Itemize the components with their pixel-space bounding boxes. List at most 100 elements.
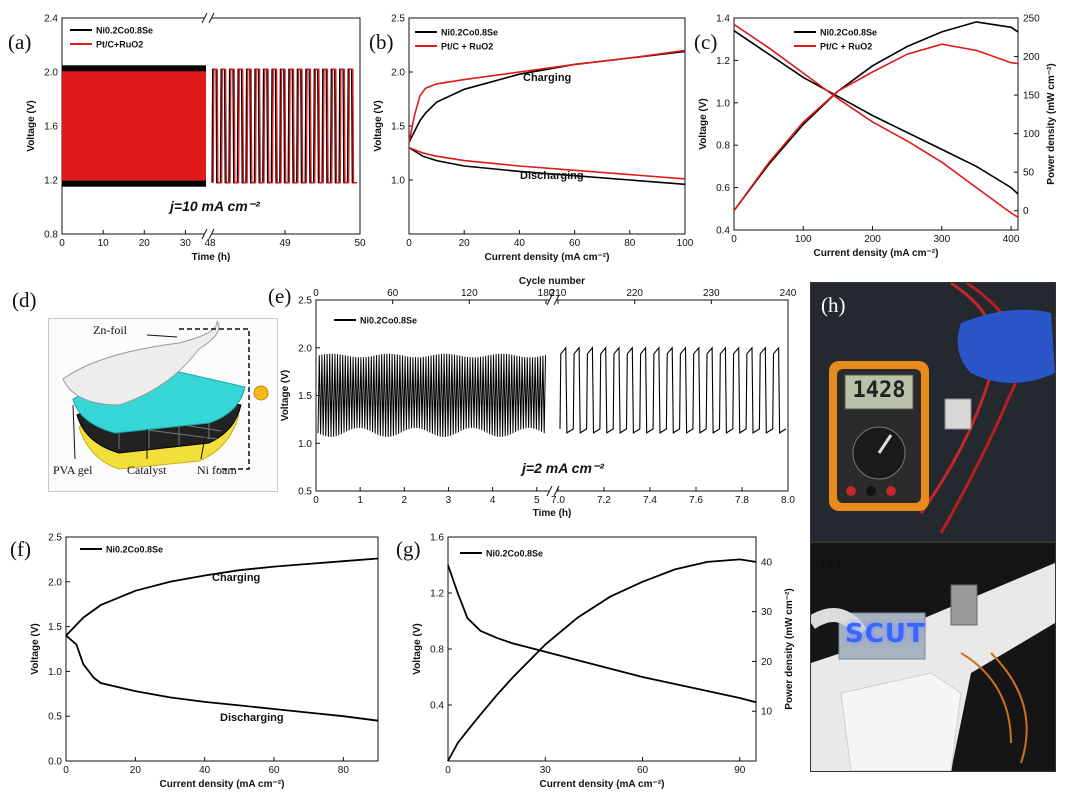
chart-e-left-tick-label: 1.0	[298, 439, 312, 450]
chart-e-top-tick-label: 0	[313, 288, 319, 299]
chart-e-top-tick-label: 120	[461, 288, 478, 299]
chart-a-x-tick-label: 10	[98, 238, 110, 249]
chart-g-x-tick-label: 60	[637, 765, 649, 776]
chart-g-power-line	[447, 558, 757, 762]
chart-g-frame	[447, 536, 757, 762]
chart-b-legend-label: Pt/C + RuO2	[441, 42, 493, 52]
chart-e-axis-break-mark	[546, 294, 553, 306]
chart-b-x-tick-label: 60	[569, 238, 581, 249]
chart-a-x-axis-label: Time (h)	[192, 252, 231, 263]
chart-e-left-tick-label: 2.5	[298, 296, 312, 307]
chart-c-x-tick-label: 300	[933, 234, 950, 245]
chart-c-legend-label: Pt/C + RuO2	[820, 42, 872, 52]
chart-e-x-tick-label: 7.8	[735, 495, 749, 506]
chart-c-right-tick-label: 250	[1023, 14, 1040, 25]
chart-e-x-tick-label: 7.6	[689, 495, 703, 506]
chart-f-x-tick-label: 60	[268, 765, 280, 776]
chart-b-series-0-charge-line	[408, 50, 686, 143]
chart-a-left-tick-label: 0.8	[44, 230, 58, 241]
chart-f-left-tick-label: 1.5	[48, 622, 62, 633]
chart-a-axis-break-mark	[208, 228, 215, 240]
chart-f-left-tick-label: 0.5	[48, 712, 62, 723]
chart-a-y-axis-label: Voltage (V)	[26, 100, 37, 151]
chart-b-x-tick-label: 0	[406, 238, 412, 249]
chart-c-x-tick-label: 200	[864, 234, 881, 245]
chart-b-left-tick-label: 2.5	[391, 14, 405, 25]
panel-label-i: (i)	[821, 551, 841, 575]
chart-b-left-tick-label: 2.0	[391, 68, 405, 79]
chart-c-x-tick-label: 100	[795, 234, 812, 245]
battery-schematic: Zn-foil PVA gel Catalyst Ni foam	[48, 318, 278, 492]
chart-b-series-0-discharge-line	[408, 146, 686, 186]
chart-e-axis-break-mark	[553, 485, 560, 497]
chart-c-y-axis-label: Voltage (V)	[698, 98, 709, 149]
chart-e-top-tick-label: 240	[780, 288, 797, 299]
chart-c-left-tick-label: 0.8	[716, 141, 730, 152]
chart-a-left-tick-label: 2.0	[44, 68, 58, 79]
chart-e-top-tick-label: 180	[538, 288, 555, 299]
battery-schematic-drawing	[62, 320, 269, 470]
panel-label-a: (a)	[8, 30, 32, 54]
chart-a-legend-label: Ni0.2Co0.8Se	[96, 26, 153, 36]
chart-e-top-tick-label: 230	[703, 288, 720, 299]
chart-e-axis-break-gap	[549, 296, 557, 304]
chart-e-top-tick-label: 220	[626, 288, 643, 299]
chart-g-voltage-line	[447, 564, 757, 704]
chart-f-x-tick-label: 40	[199, 765, 211, 776]
chart-f-discharging-label: Discharging	[220, 712, 284, 724]
chart-e-x-tick-label: 7.2	[597, 495, 611, 506]
chart-f-left-tick-label: 2.5	[48, 533, 62, 544]
chart-e-current-annotation: j=2 mA cm⁻²	[522, 460, 604, 476]
chart-a-x-tick-label: 20	[139, 238, 151, 249]
multimeter-display: 1428	[852, 378, 906, 403]
chart-c-right-tick-label: 150	[1023, 91, 1040, 102]
photo-h-multimeter: (h) 1428	[810, 282, 1056, 542]
photo-i-led: (i) SCUT	[810, 542, 1056, 772]
chart-e-left-tick-label: 1.5	[298, 391, 312, 402]
chart-g-left-tick-label: 0.4	[430, 701, 444, 712]
external-wire	[179, 328, 250, 470]
zn-foil-layer	[62, 320, 220, 406]
chart-b-x-tick-label: 40	[514, 238, 526, 249]
chart-a-left-tick-label: 1.2	[44, 176, 58, 187]
chart-a-left-tick-label: 2.4	[44, 14, 58, 25]
chart-c-series-0-voltage-line	[733, 30, 1019, 195]
panel-label-f: (f)	[10, 537, 31, 561]
chart-c-series-1-power-line	[733, 43, 1019, 212]
bulb-icon	[253, 385, 269, 401]
chart-g-legend-label: Ni0.2Co0.8Se	[486, 549, 543, 559]
chart-b-x-tick-label: 20	[459, 238, 471, 249]
chart-a-dense-cycling-reference	[62, 71, 206, 181]
multimeter-body	[829, 361, 929, 511]
chart-a-x-tick-label: 30	[180, 238, 192, 249]
chart-f-legend-label: Ni0.2Co0.8Se	[106, 545, 163, 555]
chart-g-y2-axis-label: Power density (mW cm⁻²)	[784, 588, 795, 709]
chart-f-y-axis-label: Voltage (V)	[30, 623, 41, 674]
panel-label-g: (g)	[396, 537, 421, 561]
chart-c-series-1-voltage-line	[733, 23, 1019, 218]
chart-c-right-tick-label: 100	[1023, 129, 1040, 140]
chart-a-x-tick-label: 0	[59, 238, 65, 249]
chart-b-legend-label: Ni0.2Co0.8Se	[441, 28, 498, 38]
chart-b-series-1-charge-line	[408, 49, 686, 143]
chart-a-left-tick-label: 1.6	[44, 122, 58, 133]
chart-c-right-tick-label: 200	[1023, 52, 1040, 63]
chart-c-left-tick-label: 1.0	[716, 98, 730, 109]
chart-e-x-tick-label: 7.0	[551, 495, 565, 506]
chart-c-frame	[733, 17, 1019, 231]
pva-gel-label: PVA gel	[53, 463, 93, 477]
chart-f-x-tick-label: 20	[130, 765, 142, 776]
chart-f-x-tick-label: 80	[338, 765, 350, 776]
ni-foam-label: Ni foam	[197, 463, 237, 477]
chart-b-x-axis-label: Current density (mA cm⁻²)	[485, 252, 610, 263]
chart-b-x-tick-label: 80	[624, 238, 636, 249]
chart-f-x-tick-label: 0	[63, 765, 69, 776]
chart-g-left-tick-label: 1.6	[430, 533, 444, 544]
chart-e-axis-break-gap	[549, 487, 557, 495]
chart-b-charging-label: Charging	[523, 72, 572, 84]
